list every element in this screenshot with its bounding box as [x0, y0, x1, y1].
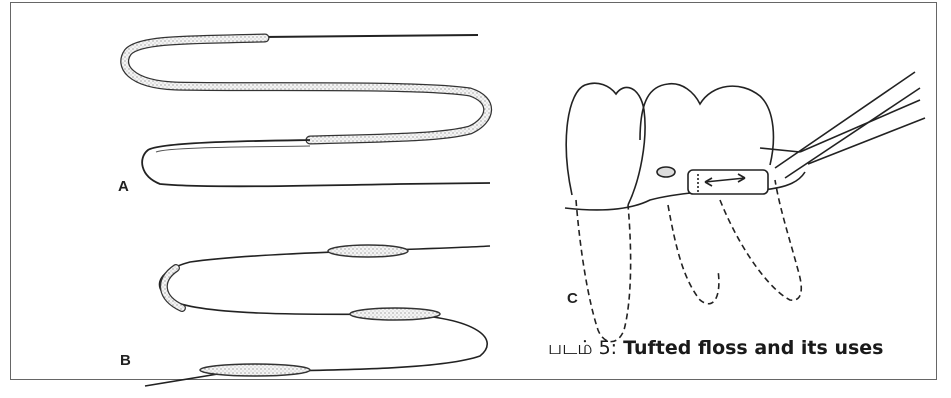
panel-c-teeth-drawing — [565, 72, 925, 342]
panel-b-floss-drawing — [145, 245, 490, 386]
panel-label-a: A — [118, 178, 129, 195]
caption-prefix: படம் 5: — [548, 337, 617, 359]
figure-caption: படம் 5: Tufted floss and its uses — [548, 337, 883, 362]
panel-a-floss-drawing — [125, 35, 490, 186]
panel-label-c: C — [567, 290, 578, 307]
caption-text: Tufted floss and its uses — [623, 337, 883, 359]
panel-label-b: B — [120, 352, 131, 369]
